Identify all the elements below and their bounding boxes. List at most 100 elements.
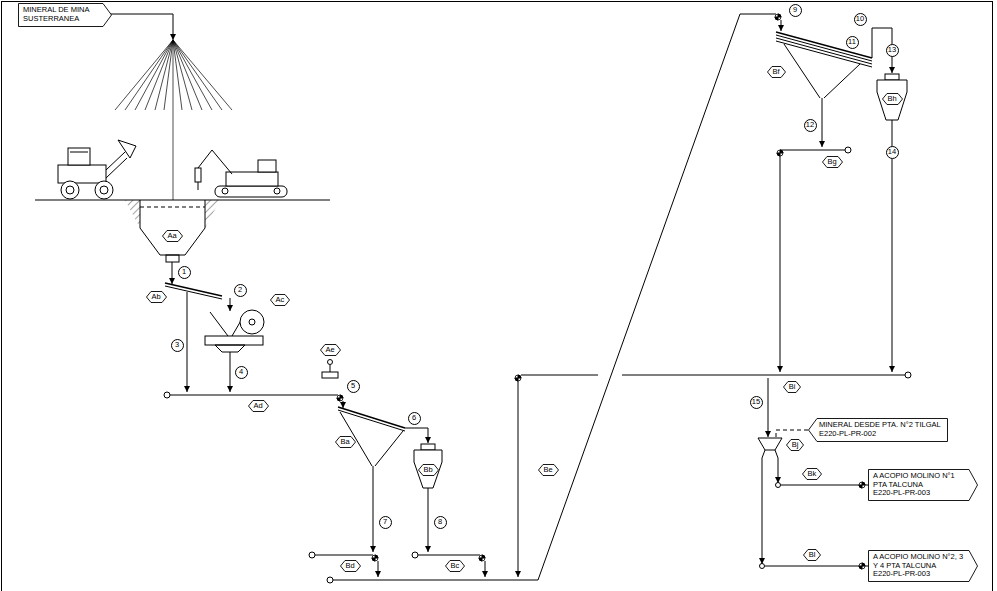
text-group: 14 [888, 148, 896, 157]
conveyor-part [760, 564, 765, 569]
inclined-conveyor-part [781, 20, 782, 31]
magnet-symbol-part [330, 365, 331, 372]
conveyor [412, 552, 485, 577]
cone-crusher-part [414, 450, 442, 488]
stream-line [373, 466, 374, 552]
text-group: 2 [238, 286, 242, 295]
inclined-conveyor-part [538, 14, 740, 580]
conveyor [164, 392, 343, 401]
inclined-conveyor-part [740, 14, 776, 15]
conveyor-part [479, 555, 485, 561]
stockpile-fan-part [173, 40, 174, 200]
excavator-breaker-part [274, 188, 280, 194]
conveyor-part [164, 392, 170, 398]
text-group: Ab [151, 293, 160, 302]
splitter-chute-part [758, 438, 782, 450]
equipment-tag: Bb [418, 464, 439, 476]
stream-number-text: 11 [848, 38, 856, 47]
stream-line [230, 352, 231, 392]
text-group: 12 [806, 121, 814, 130]
ore-bin-part [125, 200, 140, 228]
front-loader-part [106, 152, 125, 170]
equipment-code: Ba [340, 438, 349, 447]
stream-line [768, 378, 769, 437]
tag-outline-shape [803, 469, 822, 480]
feed-line [100, 14, 173, 40]
equipment-tag: Ac [270, 294, 290, 306]
tag-outline-shape [162, 231, 182, 242]
front-loader-part [68, 148, 90, 165]
excavator-breaker-part [215, 186, 287, 197]
equipment-tag: Ab [146, 291, 167, 303]
connector-outline-shape [869, 551, 978, 582]
equipment-code: Bg [827, 158, 836, 167]
stream-number-text: 2 [238, 286, 242, 295]
stream-number: 15 [750, 396, 763, 409]
conveyor-part [315, 555, 373, 556]
equipment-code: Ad [253, 402, 262, 411]
text-group: Bk [808, 470, 817, 479]
conveyor-part [859, 482, 865, 488]
stream-number: 6 [408, 412, 421, 425]
stream-number-text: 15 [752, 398, 760, 407]
text-group: 10 [856, 15, 864, 24]
equipment-tag: Bf [767, 66, 786, 78]
return-conveyor-part [521, 375, 598, 376]
return-conveyor [515, 372, 911, 577]
text-group: Bb [423, 466, 432, 475]
equipment-tag: Bl [803, 549, 821, 561]
stream-number-text: 1 [182, 268, 186, 277]
conveyor-part [412, 552, 418, 558]
text-group: Ad [253, 402, 262, 411]
text-group: 4 [239, 368, 243, 377]
multideck-screen-part [784, 44, 860, 98]
equipment-code: Ab [151, 293, 160, 302]
offpage-connector: MINERAL DESDE PTA. N°2 TILGALE220-PL-PR-… [808, 418, 948, 442]
return-conveyor-part [622, 375, 905, 376]
equipment-tag: Be [538, 464, 559, 476]
front-loader-part [61, 181, 79, 199]
front-loader [58, 140, 136, 199]
cone-crusher-part [421, 444, 435, 450]
stream-number-text: 14 [888, 148, 896, 157]
connector-outline-shape [19, 4, 112, 27]
stream-line [187, 292, 188, 392]
tag-outline-shape [787, 440, 804, 451]
text-group: Bf [772, 68, 779, 77]
stream-number: 13 [886, 44, 899, 57]
ore-bin-part [205, 200, 220, 228]
splitter-chute [758, 438, 782, 564]
stream-number: 14 [886, 146, 899, 159]
stream-number: 7 [379, 516, 392, 529]
splitter-chute-part [775, 450, 778, 483]
ore-bin-part [140, 200, 205, 255]
equipment-tag: Bj [786, 439, 804, 451]
stream-line [343, 401, 344, 408]
text-group: Be [543, 466, 552, 475]
conveyor-part [378, 561, 379, 577]
conveyor-part [845, 147, 851, 153]
jaw-crusher-part [205, 336, 263, 345]
splitter-chute-part [762, 450, 765, 564]
connector-text: E220-PL-PR-003 [873, 489, 965, 498]
equipment-tag: Ae [320, 344, 341, 356]
ore-bin [125, 200, 220, 262]
equipment-tag: Ad [248, 400, 269, 412]
tag-outline-shape [271, 295, 290, 306]
tag-outline-shape [418, 465, 438, 476]
stream-number-text: 3 [175, 341, 179, 350]
jaw-crusher-part [249, 319, 255, 325]
feed-line-part [173, 14, 174, 40]
stream-number-text: 13 [888, 46, 896, 55]
equipment-code: Bi [789, 383, 796, 392]
inclined-conveyor-part [333, 580, 538, 581]
connector-text: A ACOPIO MOLINO N°2, 3 Y 4 PTA TALCUNA [873, 553, 965, 570]
cone-crusher-part [885, 74, 899, 80]
excavator-breaker-part [198, 182, 199, 190]
text-group: 8 [438, 518, 442, 527]
front-loader-part [95, 181, 113, 199]
text-group: Ac [276, 296, 285, 305]
jaw-crusher [205, 310, 264, 352]
